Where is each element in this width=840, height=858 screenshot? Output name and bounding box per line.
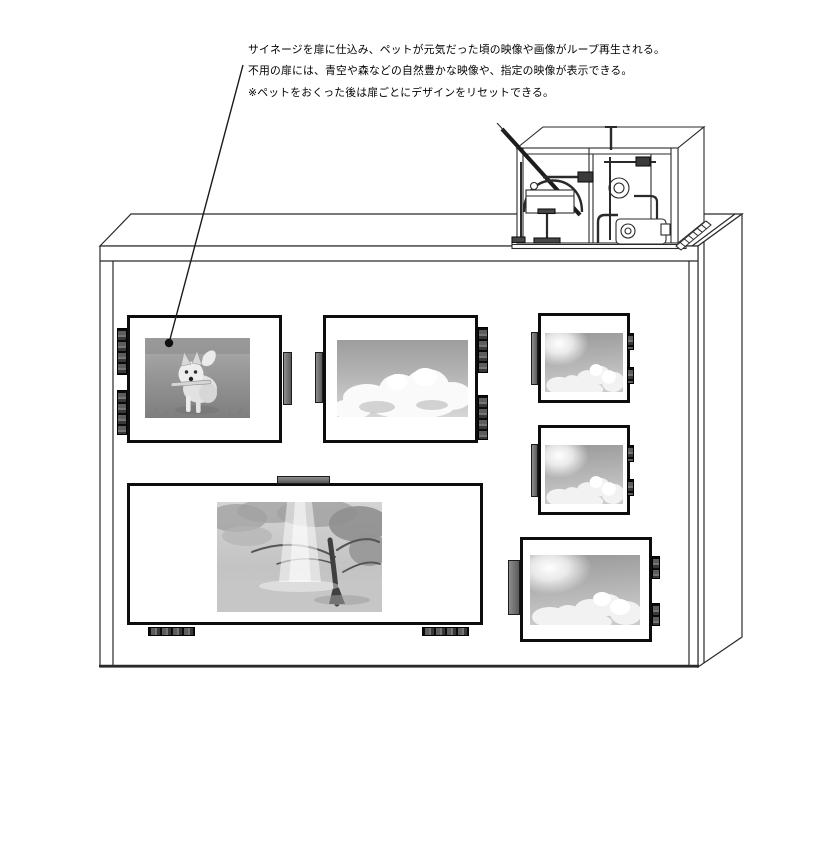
annotation-line-3: ※ペットをおくった後は扉ごとにデザインをリセットできる。 <box>248 86 554 99</box>
sky-sun-clouds-photo <box>530 555 640 625</box>
sky-sun-clouds-photo <box>545 333 623 392</box>
condensing-unit <box>496 122 712 251</box>
door-handle <box>277 476 330 484</box>
door-handle <box>531 444 538 497</box>
door-bottom-right <box>508 537 660 642</box>
door-hinge <box>652 603 660 626</box>
annotation-line-1: サイネージを扉に仕込み、ペットが元気だった頃の映像や画像がループ再生される。 <box>248 44 666 56</box>
door-hinge <box>627 445 634 462</box>
door-handle <box>508 560 520 615</box>
sky-sun-clouds-photo <box>545 445 623 504</box>
door-bottom-wide <box>127 476 483 636</box>
door-right-upper-small <box>531 313 634 403</box>
door-top-left <box>117 315 292 443</box>
annotation-line-2: 不用の扉には、青空や森などの自然豊かな映像や、指定の映像が表示できる。 <box>248 65 633 78</box>
pet-dog-photo <box>145 338 250 418</box>
annotation-text: サイネージを扉に仕込み、ペットが元気だった頃の映像や画像がループ再生される。 不… <box>248 40 665 104</box>
door-hinge <box>627 479 634 496</box>
door-top-middle <box>315 315 488 443</box>
unit-hatched-rail <box>675 220 712 251</box>
door-hinge <box>117 328 127 375</box>
door-hinge <box>478 395 488 440</box>
door-hinge <box>627 367 634 384</box>
forest-sunbeam-photo <box>217 502 382 612</box>
door-handle <box>315 352 323 403</box>
unit-compressor <box>615 218 667 245</box>
door-hinge <box>478 327 488 373</box>
door-hinge <box>627 333 634 350</box>
clouds-photo <box>337 340 468 417</box>
door-handle <box>283 352 292 405</box>
door-hinge <box>148 627 195 636</box>
door-right-lower-small <box>531 425 634 515</box>
door-hinge <box>422 627 469 636</box>
door-handle <box>531 332 538 385</box>
door-hinge <box>117 390 127 435</box>
door-hinge <box>652 556 660 579</box>
